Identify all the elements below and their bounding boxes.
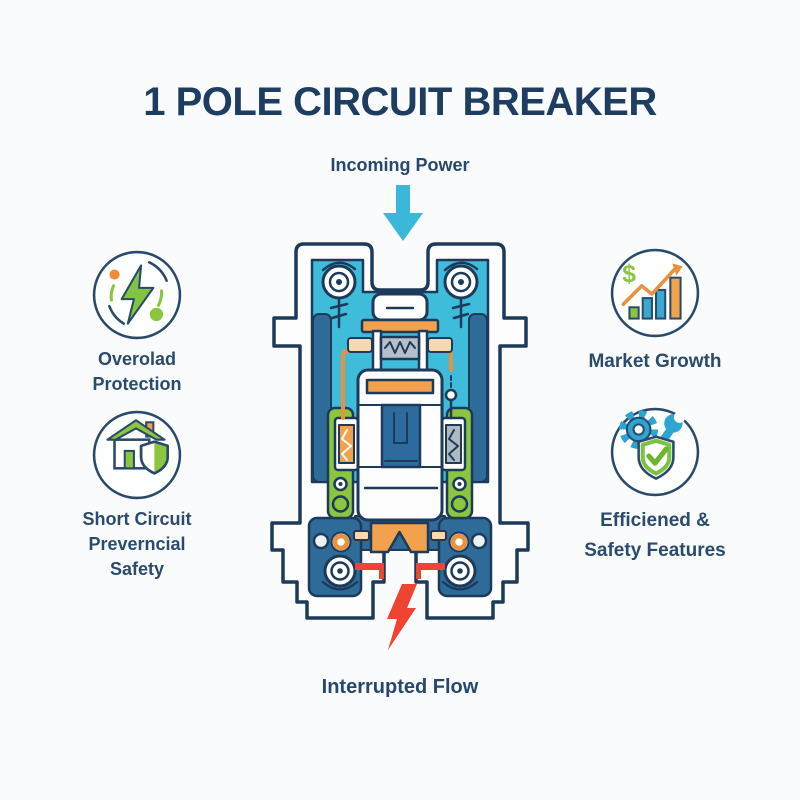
feature-label-line: Efficiened &: [600, 510, 710, 531]
board-hole: [331, 495, 350, 513]
board-rivet-dot: [338, 482, 343, 486]
overload-lightning-icon: [92, 250, 182, 340]
feature-market-growth: $ Market Growth: [565, 247, 745, 377]
board-hole: [450, 495, 469, 513]
right-contact-tab: [430, 530, 447, 541]
left-pad: [347, 337, 373, 353]
toggle-slider: [380, 403, 422, 469]
feature-label-line: Overolad: [97, 349, 176, 369]
bimetal-element: [379, 335, 421, 361]
left-coil-capsule: [333, 416, 360, 472]
feature-label: Overolad Protection: [92, 347, 181, 397]
board-rivet-dot: [457, 482, 462, 486]
circuit-breaker-diagram: [270, 242, 530, 620]
left-wire: [341, 349, 354, 420]
check-mark: [646, 446, 669, 466]
feature-label-line: Market Growth: [588, 351, 722, 372]
left-contact-tab: [353, 530, 370, 541]
left-channel: [312, 313, 332, 483]
feature-label-line: Protection: [92, 374, 182, 394]
right-pad: [427, 337, 453, 353]
arc-contact: [369, 521, 430, 554]
feature-overload-protection: Overolad Protection: [47, 249, 227, 397]
right-ring-contact-inner: [450, 533, 468, 551]
bus-bar: [360, 318, 440, 334]
bottom-right-screw: [441, 554, 479, 591]
resistor-zigzag: [384, 341, 416, 354]
bottom-left-screw: [321, 554, 359, 591]
left-ring-contact-inner: [332, 533, 350, 551]
interrupted-flow-label: Interrupted Flow: [321, 676, 479, 698]
right-channel: [468, 313, 488, 483]
interrupted-conductor: [355, 563, 445, 579]
feature-label: Market Growth: [588, 347, 721, 377]
right-knob: [470, 532, 488, 550]
house-shield-icon: [92, 410, 182, 500]
shield-border: [640, 438, 672, 476]
feature-label: Efficiened & Safety Features: [584, 506, 726, 566]
right-coil-capsule: [440, 416, 467, 472]
incoming-power-label: Incoming Power: [330, 155, 470, 175]
feature-label-line: Short Circuit: [82, 509, 192, 529]
left-knob: [312, 532, 330, 550]
feature-safety-features: Efficiened & Safety Features: [565, 406, 745, 566]
down-arrow-icon: [383, 185, 423, 241]
dollar-glyph: $: [622, 261, 636, 288]
top-right-screw: [443, 261, 479, 329]
top-left-screw: [321, 261, 357, 329]
feature-label-line: Safety: [109, 559, 164, 579]
feature-short-circuit-safety: Short Circuit Preverncial Safety: [47, 409, 227, 582]
feature-label: Short Circuit Preverncial Safety: [82, 507, 191, 582]
body-orange-bar: [365, 378, 435, 395]
feature-label-line: Preverncial: [88, 534, 186, 554]
red-lightning-icon: [387, 584, 417, 650]
gear-shield-wrench-icon: [610, 407, 700, 497]
market-growth-icon: $: [610, 248, 700, 338]
feature-label-line: Safety Features: [584, 540, 726, 561]
toggle-slot: [393, 412, 408, 444]
lead-ball: [444, 388, 458, 402]
page-title: 1 POLE CIRCUIT BREAKER: [143, 80, 657, 124]
